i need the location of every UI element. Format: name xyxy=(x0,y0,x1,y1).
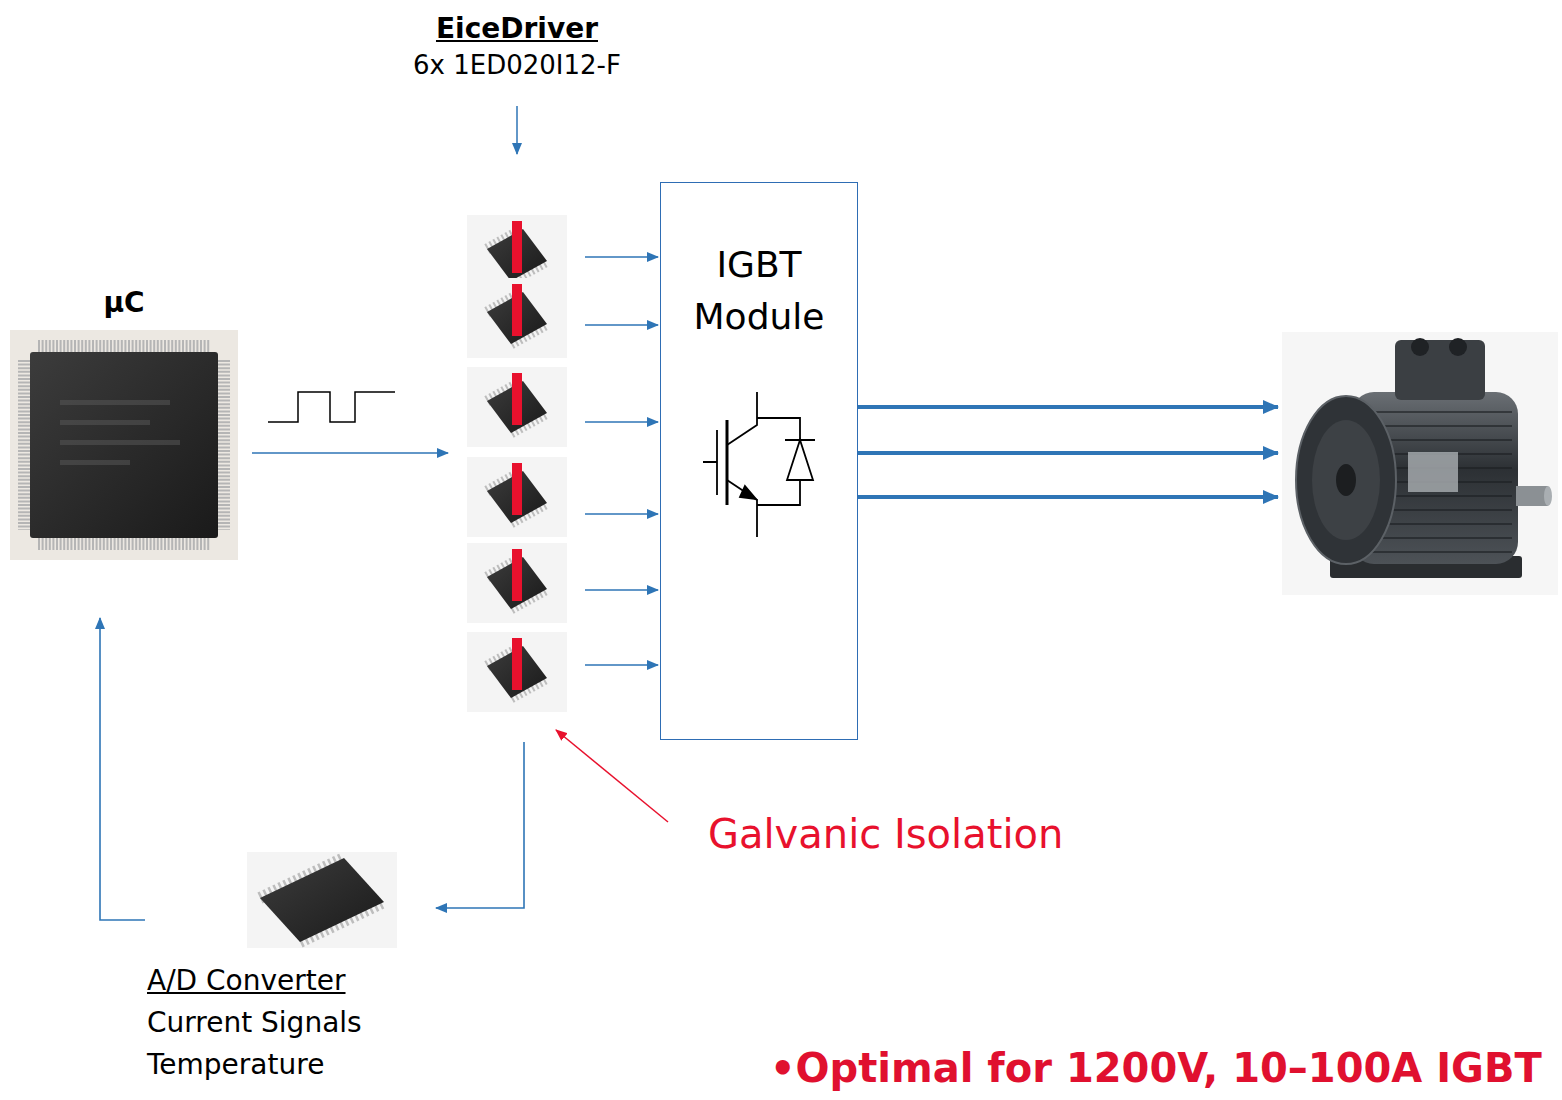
signal-name: Current Signals xyxy=(147,1002,362,1044)
photo-ground xyxy=(247,852,397,948)
text-block: EiceDriver6x 1ED020I12-F xyxy=(413,10,621,83)
igbt-gate xyxy=(703,430,717,495)
label-holder: Galvanic Isolation xyxy=(708,812,1063,856)
chip-label: μC xyxy=(10,286,238,320)
cable-gland xyxy=(1411,338,1429,356)
shaft-end xyxy=(1544,486,1552,506)
driver-chip xyxy=(467,457,567,537)
callout-text: Galvanic Isolation xyxy=(708,812,1063,856)
phase-line xyxy=(857,405,1278,409)
emitter-arrow xyxy=(740,486,756,499)
signal-arrow xyxy=(252,452,448,454)
signal-arrow xyxy=(436,742,524,908)
signal-arrow xyxy=(585,421,658,423)
cable-gland xyxy=(1449,338,1467,356)
signal-arrow xyxy=(585,513,658,515)
igbt-symbol xyxy=(703,392,815,537)
chip-pins xyxy=(38,340,210,352)
chip-pins xyxy=(18,360,30,530)
signal-arrow xyxy=(585,256,658,258)
igbt-channel xyxy=(726,420,729,505)
text-block: μC xyxy=(10,286,238,320)
motor-shaft xyxy=(1516,486,1548,506)
signal-arrow xyxy=(585,589,658,591)
pwm-waveform xyxy=(268,392,395,422)
driver-chip xyxy=(467,278,567,358)
chip-body xyxy=(30,352,218,538)
label-holder: •Optimal for 1200V, 10–100A IGBT xyxy=(770,1046,1542,1090)
microcontroller: μC xyxy=(10,330,238,560)
signal-arrow xyxy=(585,664,658,666)
leader-arrow xyxy=(516,106,518,154)
part-number: 6x 1ED020I12-F xyxy=(413,48,621,83)
text-block: IGBT Module xyxy=(669,239,849,343)
adc-chip xyxy=(247,852,397,948)
product-name: EiceDriver xyxy=(413,10,621,48)
chip-marking xyxy=(60,460,130,465)
igbt-module-box: IGBT Module xyxy=(660,182,858,740)
signal-arrow xyxy=(100,618,145,920)
block-title: A/D Converter xyxy=(147,960,362,1002)
driver-chip xyxy=(467,543,567,623)
terminal-box xyxy=(1395,340,1485,400)
chip-pins xyxy=(218,360,230,530)
text-block: A/D ConverterCurrent SignalsTemperature xyxy=(147,960,362,1086)
photo-ground xyxy=(1282,332,1558,595)
motor-bearing xyxy=(1336,464,1356,496)
chip-marking xyxy=(60,420,150,425)
motor-end-face xyxy=(1296,396,1396,564)
chip-marking xyxy=(60,440,180,445)
adc-block: A/D ConverterCurrent SignalsTemperature xyxy=(145,850,430,1095)
chip-pins xyxy=(38,538,210,550)
diode-triangle xyxy=(787,440,813,480)
motor-end-cap xyxy=(1312,420,1380,540)
microcontroller-chip xyxy=(10,330,238,560)
signal-arrow xyxy=(585,324,658,326)
note-text: •Optimal for 1200V, 10–100A IGBT xyxy=(770,1046,1542,1090)
phase-line xyxy=(857,495,1278,499)
driver-chip xyxy=(467,367,567,447)
igbt-emitter xyxy=(727,480,757,537)
diode-cathode xyxy=(757,418,815,440)
driver-chip xyxy=(467,632,567,712)
name-plate xyxy=(1408,452,1458,492)
photo-ground xyxy=(10,330,238,560)
igbt-collector xyxy=(727,392,757,445)
motor-picture xyxy=(1282,332,1558,595)
module-label: IGBT Module xyxy=(669,239,849,343)
leader-arrow xyxy=(556,730,668,822)
signal-name: Temperature xyxy=(147,1044,362,1086)
chip-body xyxy=(260,858,384,942)
phase-line xyxy=(857,451,1278,455)
diode-anode xyxy=(757,480,800,505)
gate-driver-group: EiceDriver6x 1ED020I12-F xyxy=(462,205,572,717)
chip-marking xyxy=(60,400,170,405)
